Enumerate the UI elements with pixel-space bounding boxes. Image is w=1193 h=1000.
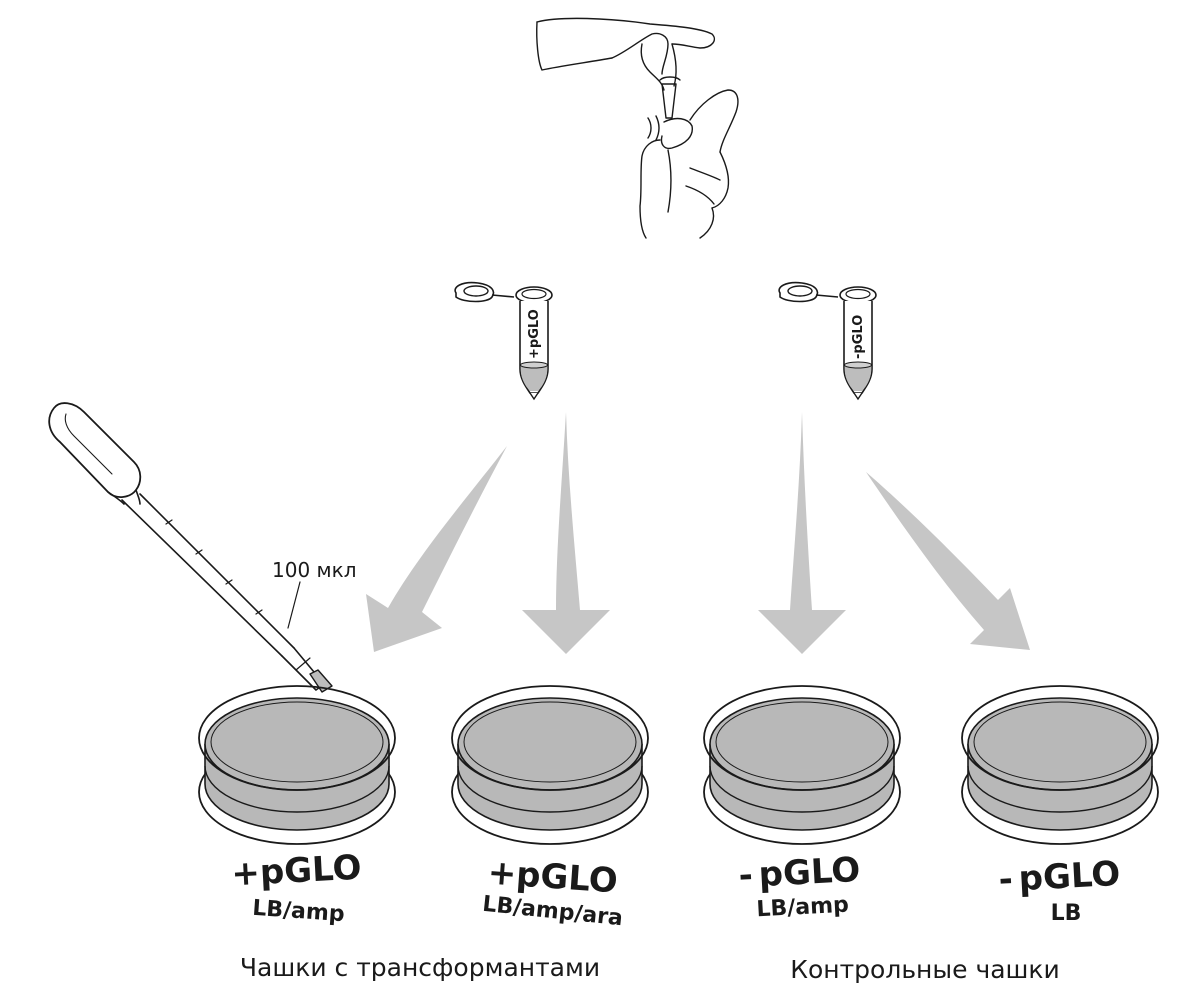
caption-controls: Контрольные чашки bbox=[790, 955, 1060, 984]
plate-label-medium: LB/amp bbox=[756, 893, 850, 923]
plate-label-3: -pGLO LB/amp bbox=[738, 850, 862, 923]
plate-label-main: -pGLO bbox=[738, 850, 862, 896]
arrows bbox=[366, 412, 1030, 654]
arrow-to-plate-4 bbox=[866, 472, 1030, 650]
arrow-to-plate-3 bbox=[758, 412, 846, 654]
tube-plus-pglo: +pGLO bbox=[454, 281, 553, 401]
petri-dish-2 bbox=[451, 685, 649, 845]
petri-dish-1 bbox=[198, 685, 396, 845]
plate-label-medium: LB bbox=[1051, 901, 1082, 926]
plate-label-main: -pGLO bbox=[998, 854, 1122, 900]
plate-label-4: -pGLO LB bbox=[998, 854, 1122, 926]
volume-label: 100 мкл bbox=[272, 558, 356, 582]
plate-label-medium: LB/amp bbox=[252, 896, 346, 927]
petri-dish-3 bbox=[703, 685, 901, 845]
plate-label-1: +pGLO LB/amp bbox=[230, 848, 362, 928]
tube-label: +pGLO bbox=[527, 309, 542, 359]
petri-dish-4 bbox=[961, 685, 1159, 845]
arrow-to-plate-2 bbox=[522, 412, 610, 654]
caption-transformants: Чашки с трансформантами bbox=[240, 953, 600, 982]
tube-minus-pglo: -pGLO bbox=[778, 281, 877, 401]
plate-label-main: +pGLO bbox=[486, 853, 619, 902]
arrow-to-plate-1 bbox=[366, 446, 507, 652]
tube-label: -pGLO bbox=[851, 315, 866, 359]
plate-label-2: +pGLO LB/amp/ara bbox=[481, 853, 624, 932]
plate-label-main: +pGLO bbox=[230, 848, 362, 895]
hands-flicking-tube-icon bbox=[536, 17, 739, 239]
